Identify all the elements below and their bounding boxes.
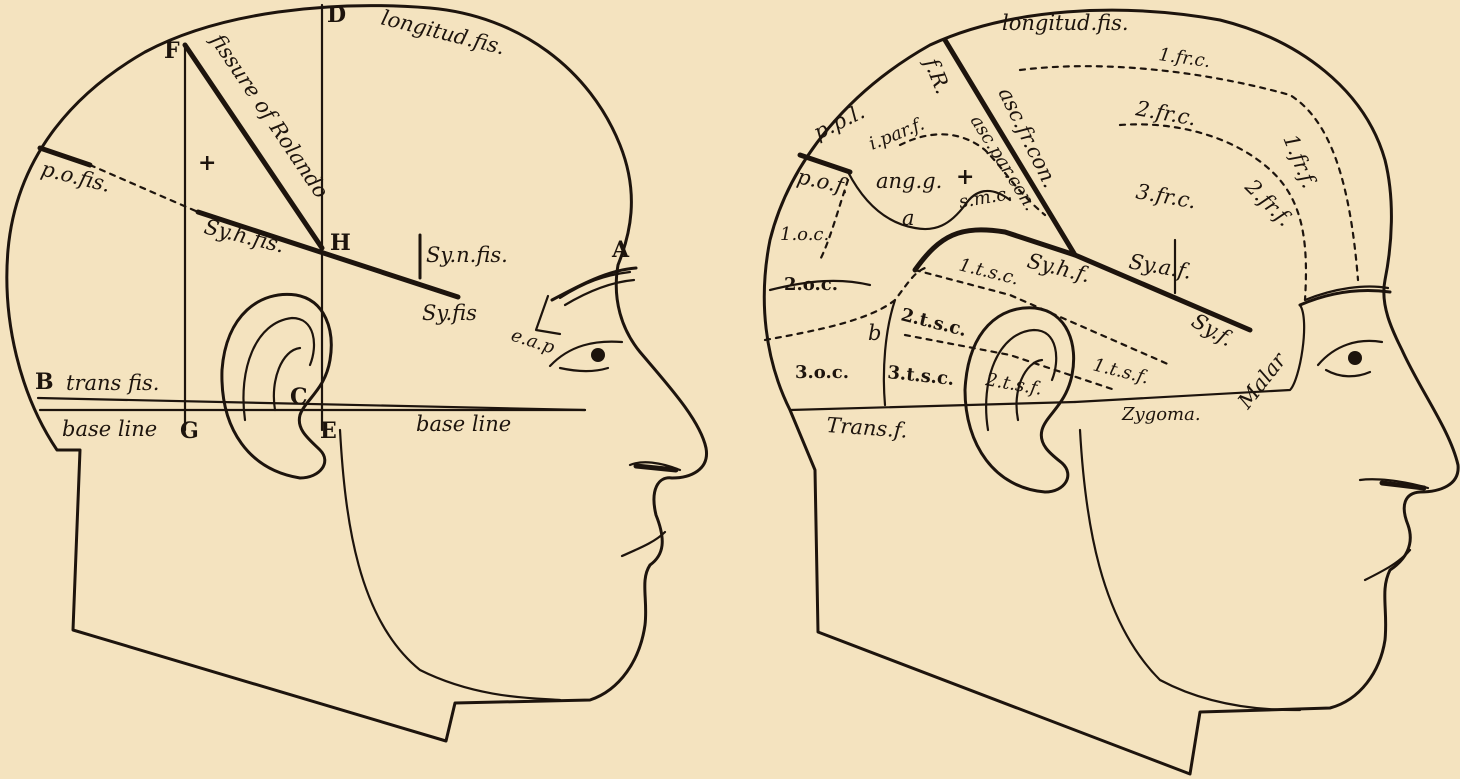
right-label-1-t-s-c: 1.t.s.c. bbox=[957, 254, 1021, 289]
left-point-B: B bbox=[35, 369, 54, 395]
left-point-C: C bbox=[290, 384, 308, 410]
right-mouth bbox=[1363, 548, 1412, 582]
right-label-ang-g: ang.g. bbox=[876, 169, 942, 193]
right-eye bbox=[1316, 339, 1384, 378]
right-angular-loop bbox=[846, 170, 1012, 231]
left-point-G: G bbox=[180, 418, 199, 444]
right-ear bbox=[963, 306, 1076, 494]
right-label-longitud: longitud.fis. bbox=[1002, 11, 1129, 35]
left-point-F: F bbox=[164, 38, 180, 64]
left-point-A: A bbox=[611, 237, 630, 263]
left-eyebrow-hair bbox=[558, 270, 636, 307]
right-label-ppl: p.p.l. bbox=[810, 99, 869, 144]
left-sylvian-fissure bbox=[195, 209, 461, 300]
right-label-3-t-s-c: 3.t.s.c. bbox=[886, 362, 955, 390]
right-label-i-par-f: i.par.f. bbox=[866, 114, 927, 155]
right-label-malar: Malar bbox=[1232, 347, 1292, 414]
left-mouth bbox=[620, 530, 667, 558]
left-head-outline bbox=[5, 4, 708, 743]
right-po-fissure bbox=[797, 152, 853, 175]
right-longitud-f-R-line bbox=[942, 37, 1078, 258]
right-label-1-fr-c: 1.fr.c. bbox=[1157, 44, 1211, 72]
right-zygoma-line bbox=[1073, 303, 1306, 404]
right-neck-line bbox=[1078, 428, 1302, 712]
left-label-syh-fis: Sy.h.fis. bbox=[202, 215, 287, 258]
right-head-outline bbox=[762, 8, 1460, 776]
left-neck-line bbox=[338, 428, 562, 702]
left-nostril-dark bbox=[633, 463, 679, 473]
right-eyebrow bbox=[1298, 289, 1392, 307]
right-oc1-dotted bbox=[818, 178, 850, 262]
right-plus-mark: + bbox=[956, 164, 974, 190]
left-po-dotted bbox=[88, 163, 200, 214]
right-b-line bbox=[882, 298, 897, 407]
right-head-figure bbox=[762, 8, 1460, 776]
right-label-1-o-c: 1.o.c. bbox=[780, 224, 829, 245]
left-label-trans-fis: trans fis. bbox=[66, 371, 159, 395]
left-head-labels: D F H A B C G E + longitud.fis. fissure … bbox=[35, 2, 630, 444]
right-eye-pupil bbox=[1348, 351, 1362, 365]
right-tsc2-dotted bbox=[903, 333, 1117, 392]
left-plus-mark: + bbox=[198, 150, 216, 176]
right-label-1-t-s-f: 1.t.s.f. bbox=[1091, 354, 1151, 388]
right-label-sy-f: Sy.f. bbox=[1188, 309, 1238, 352]
right-fr2-dotted bbox=[1118, 123, 1308, 302]
left-label-sy-fis: Sy.fis bbox=[422, 301, 477, 325]
left-po-fissure bbox=[37, 145, 93, 168]
right-label-zygoma: Zygoma. bbox=[1121, 404, 1201, 425]
right-nostril-dark bbox=[1379, 480, 1427, 491]
right-fr1-dotted bbox=[1018, 65, 1360, 282]
left-label-base-line-1: base line bbox=[62, 417, 157, 441]
right-label-b: b bbox=[868, 321, 881, 345]
left-ear bbox=[220, 292, 333, 480]
right-label-a: a bbox=[902, 206, 915, 230]
right-base-trans bbox=[788, 400, 1077, 412]
right-label-2-o-c: 2.o.c. bbox=[784, 274, 838, 295]
left-label-longitud: longitud.fis. bbox=[379, 6, 508, 60]
right-label-sy-h-f: Sy.h.f. bbox=[1025, 249, 1093, 288]
right-label-sy-a-f: Sy.a.f. bbox=[1127, 249, 1193, 284]
left-fissure-of-rolando bbox=[182, 42, 325, 251]
left-label-fissure-of-rolando: fissure of Rolando bbox=[205, 28, 334, 203]
right-label-trans-f: Trans.f. bbox=[826, 413, 909, 443]
left-point-D: D bbox=[327, 2, 346, 28]
left-base-line bbox=[36, 396, 587, 412]
left-label-syn-fis: Sy.n.fis. bbox=[426, 243, 508, 267]
right-oc2-dotted bbox=[763, 266, 927, 342]
left-label-eap: e.a.p bbox=[508, 325, 557, 359]
right-head-labels: longitud.fis. 1.fr.c. 2.fr.c. 3.fr.c. 1.… bbox=[780, 11, 1322, 443]
right-label-3-fr-c: 3.fr.c. bbox=[1134, 179, 1198, 213]
left-ear-inner bbox=[242, 316, 316, 422]
right-label-fR: f.R. bbox=[919, 53, 956, 97]
right-eyebrow-hair bbox=[1303, 285, 1390, 302]
right-sylvian-horizontal bbox=[912, 227, 1253, 333]
left-label-base-line-2: base line bbox=[416, 412, 511, 436]
left-eye bbox=[548, 340, 624, 373]
left-eye-pupil bbox=[591, 348, 605, 362]
left-head-figure bbox=[5, 3, 708, 743]
left-point-E: E bbox=[320, 418, 337, 444]
right-label-1-fr-f: 1.fr.f. bbox=[1278, 131, 1321, 192]
left-eyebrow bbox=[550, 266, 638, 302]
right-label-2-t-s-f: 2.t.s.f. bbox=[983, 369, 1044, 400]
left-point-H: H bbox=[330, 230, 351, 256]
right-label-2-fr-f: 2.fr.f. bbox=[1240, 174, 1297, 231]
right-ear-inner bbox=[985, 328, 1058, 432]
right-tsc1-dotted bbox=[913, 268, 1172, 367]
right-label-3-o-c: 3.o.c. bbox=[795, 362, 849, 383]
right-ipar-dotted bbox=[898, 133, 1047, 217]
right-oc2-line bbox=[768, 279, 872, 292]
left-eap-mark bbox=[534, 294, 562, 336]
